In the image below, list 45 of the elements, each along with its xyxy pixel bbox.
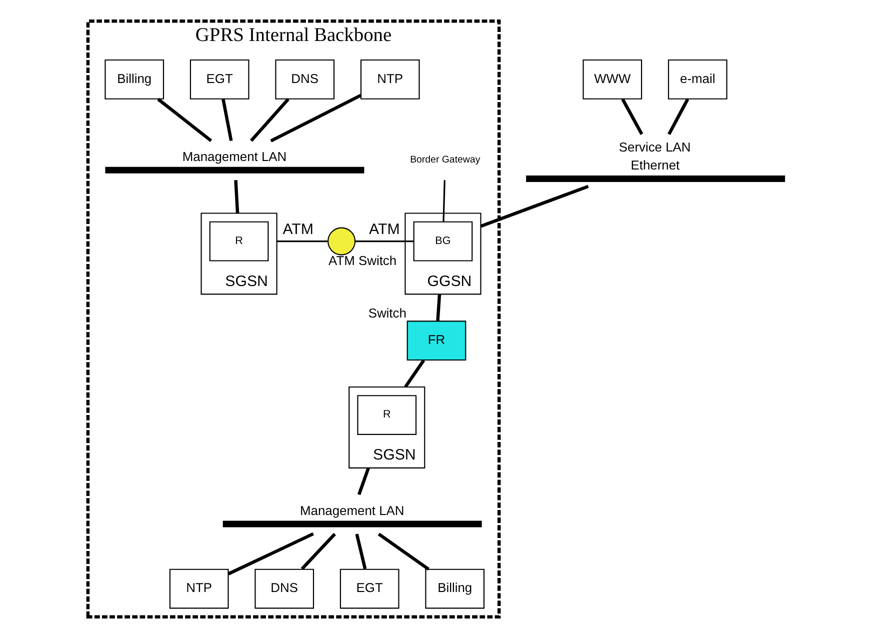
connector bbox=[227, 532, 314, 576]
connector bbox=[377, 532, 429, 570]
node-circle bbox=[327, 227, 356, 256]
connector bbox=[276, 240, 328, 242]
connector bbox=[221, 98, 232, 142]
node-box: DNS bbox=[254, 568, 314, 609]
connector bbox=[250, 98, 289, 142]
node-bar bbox=[526, 175, 785, 182]
connector bbox=[480, 184, 588, 228]
node-label: Ethernet bbox=[630, 158, 680, 173]
node-box: DNS bbox=[274, 59, 334, 100]
connector bbox=[234, 180, 239, 214]
connector bbox=[270, 94, 362, 142]
connector bbox=[620, 98, 643, 135]
connector bbox=[442, 180, 445, 222]
node-label: Management LAN bbox=[299, 502, 404, 518]
node-box: NTP bbox=[168, 568, 228, 609]
node-box: R bbox=[356, 395, 416, 435]
node-box: BG bbox=[412, 221, 472, 262]
edge-label: ATM bbox=[368, 220, 400, 238]
node-box: EGT bbox=[189, 59, 249, 100]
node-box: e-mail bbox=[667, 59, 727, 100]
connector bbox=[404, 359, 425, 388]
node-box: WWW bbox=[582, 59, 642, 100]
node-box: Billing bbox=[104, 59, 164, 100]
node-text: Border Gateway bbox=[410, 154, 480, 166]
node-box: EGT bbox=[339, 568, 399, 609]
node-label: Switch bbox=[368, 305, 406, 320]
node-box: NTP bbox=[360, 59, 420, 100]
node-box: R bbox=[208, 221, 268, 262]
node-label: ATM Switch bbox=[328, 253, 396, 268]
node-label: Management LAN bbox=[182, 149, 286, 164]
connector bbox=[356, 467, 370, 496]
node-label: Service LAN bbox=[618, 139, 690, 154]
connector bbox=[300, 532, 336, 570]
edge-label: ATM bbox=[282, 220, 313, 238]
connector bbox=[354, 534, 366, 570]
node-box: Billing bbox=[424, 568, 484, 609]
node-bar bbox=[222, 520, 482, 528]
connector bbox=[436, 294, 441, 321]
connector bbox=[354, 240, 414, 242]
connector bbox=[667, 98, 689, 135]
node-box: FR bbox=[406, 320, 466, 361]
node-bar bbox=[104, 166, 364, 174]
connector bbox=[156, 98, 212, 142]
